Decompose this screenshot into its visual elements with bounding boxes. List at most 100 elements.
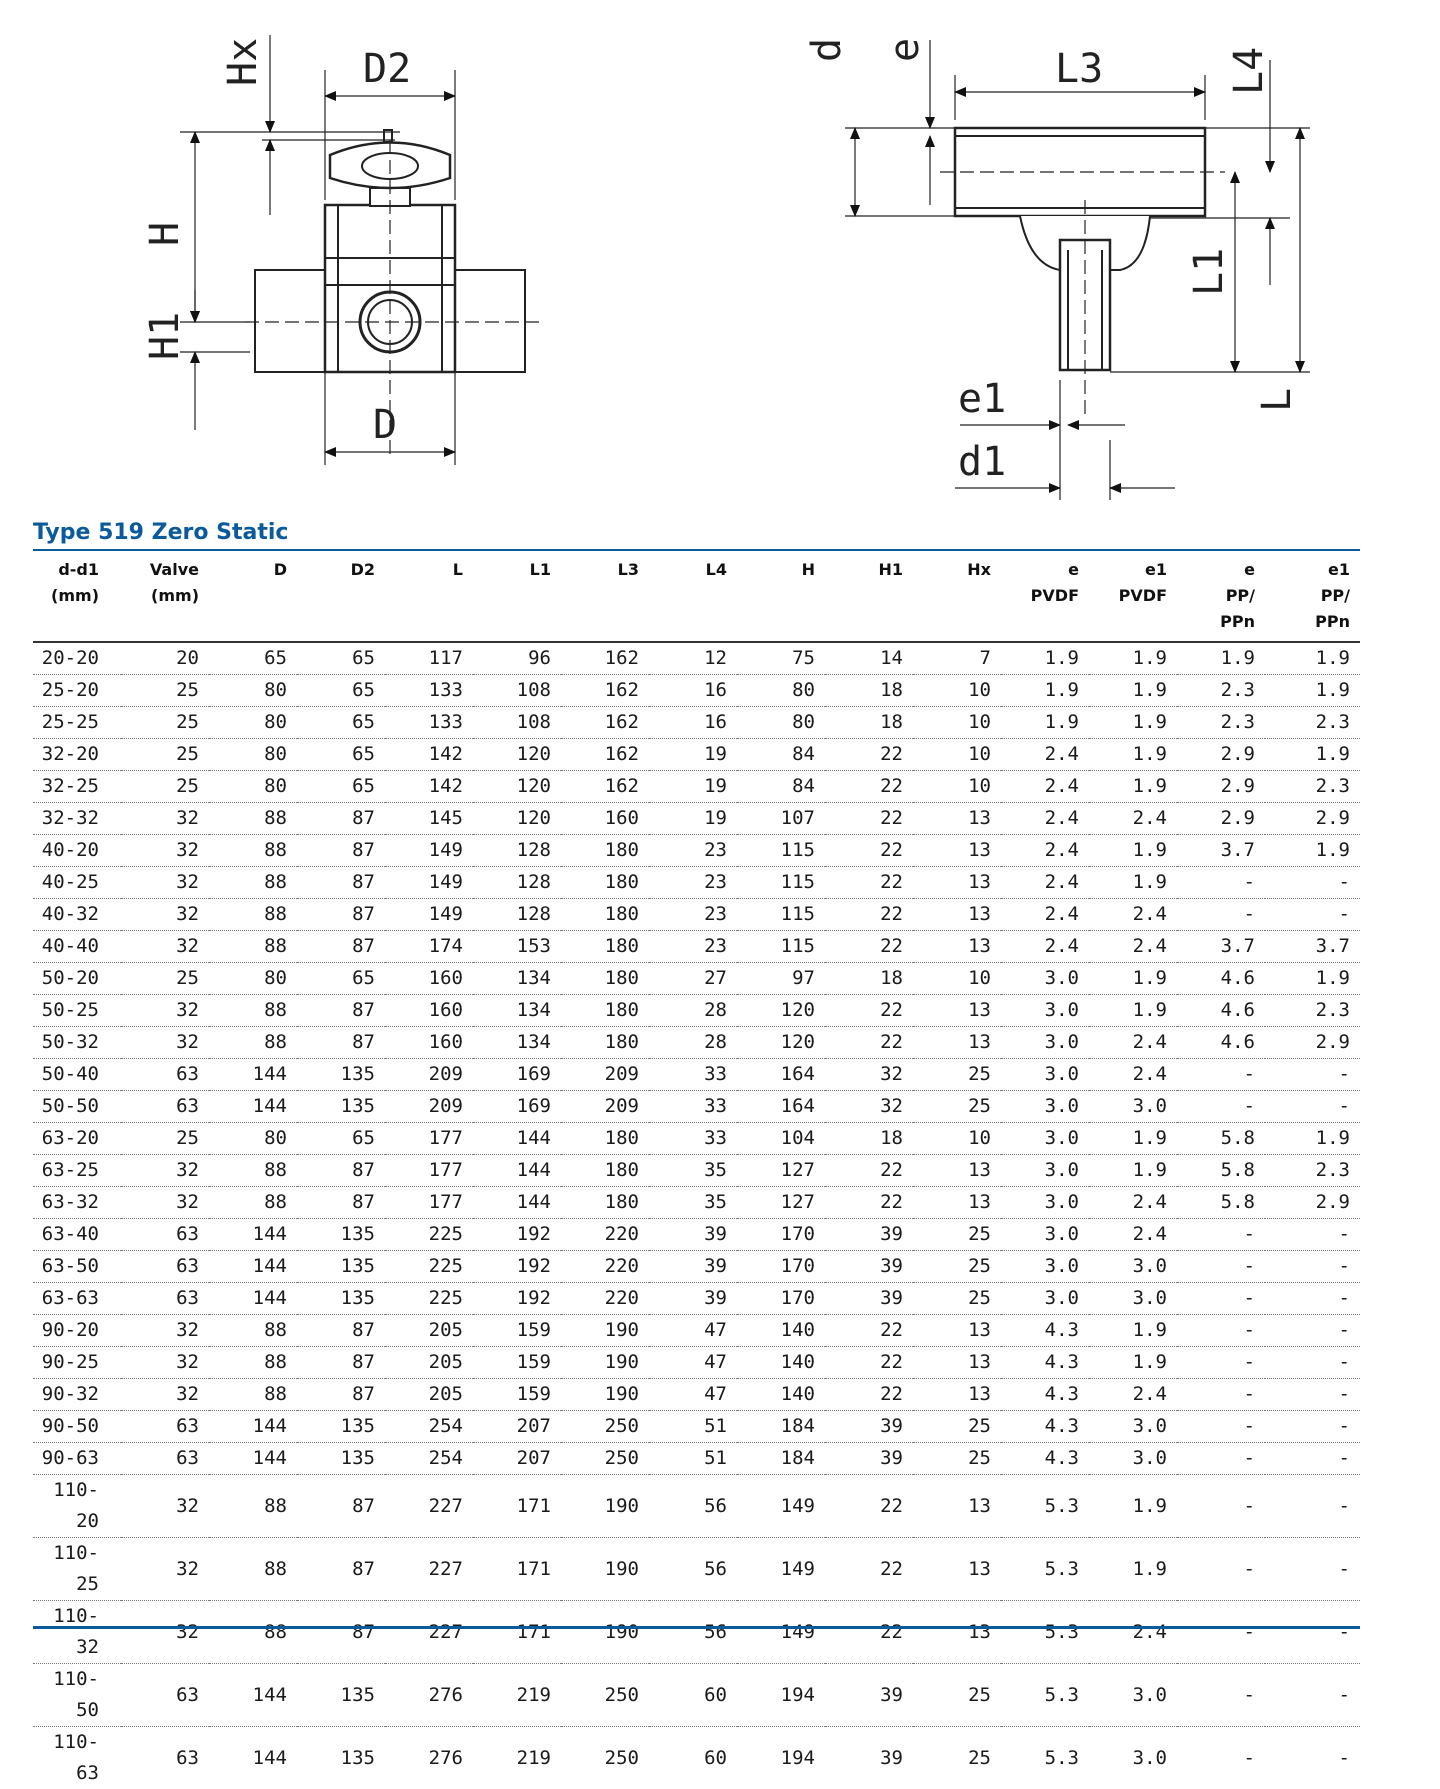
table-cell: 2.9 — [1265, 803, 1360, 835]
table-cell: 18 — [825, 707, 913, 739]
table-cell: 192 — [473, 1283, 561, 1315]
table-cell: 250 — [561, 1443, 649, 1475]
table-cell: 194 — [737, 1664, 825, 1727]
table-cell: 56 — [649, 1475, 737, 1538]
table-cell: 25 — [121, 675, 209, 707]
column-header-line: e — [1068, 560, 1079, 579]
table-cell: 80 — [209, 771, 297, 803]
table-cell: 190 — [561, 1601, 649, 1664]
table-cell: 2.4 — [1089, 899, 1177, 931]
table-cell: 25 — [913, 1283, 1001, 1315]
table-cell: 32 — [121, 1315, 209, 1347]
table-cell: 2.4 — [1089, 931, 1177, 963]
table-cell: 110-25 — [33, 1538, 121, 1601]
table-cell: 4.6 — [1177, 1027, 1265, 1059]
table-cell: 25 — [913, 1091, 1001, 1123]
table-cell: - — [1177, 1664, 1265, 1727]
table-cell: - — [1177, 1538, 1265, 1601]
table-cell: 19 — [649, 739, 737, 771]
table-cell: 5.3 — [1044, 1746, 1079, 1769]
table-cell: 16 — [649, 675, 737, 707]
table-cell: 63 — [121, 1219, 209, 1251]
table-cell: 87 — [297, 1475, 385, 1538]
column-header: L — [385, 553, 473, 643]
table-cell: 207 — [473, 1411, 561, 1443]
table-cell: 39 — [825, 1219, 913, 1251]
table-cell: 104 — [737, 1123, 825, 1155]
table-cell: 18 — [825, 963, 913, 995]
table-cell: 39 — [649, 1251, 737, 1283]
table-cell: 2.9 — [1177, 803, 1265, 835]
table-cell: 115 — [737, 835, 825, 867]
table-cell: 2.9 — [1177, 739, 1265, 771]
table-cell: 227 — [385, 1601, 473, 1664]
table-cell: 3.7 — [1177, 931, 1265, 963]
table-cell: 2.4 — [1001, 899, 1089, 931]
table-cell: 159 — [473, 1315, 561, 1347]
column-header-line: PPn — [1220, 612, 1255, 631]
table-cell: 19 — [649, 803, 737, 835]
table-cell: 32 — [121, 835, 209, 867]
table-cell: 32 — [121, 995, 209, 1027]
table-cell: 276 — [428, 1746, 463, 1769]
table-cell: 135 — [297, 1251, 385, 1283]
table-cell: 32 — [121, 1027, 209, 1059]
table-cell: 1.9 — [1001, 675, 1089, 707]
table-cell: 5.3 — [1001, 1475, 1089, 1538]
table-cell: 192 — [473, 1219, 561, 1251]
table-cell: 250 — [561, 1664, 649, 1727]
column-header: Valve(mm) — [121, 553, 209, 643]
table-cell: - — [1265, 1664, 1360, 1727]
dim-label-e1: e1 — [958, 376, 1006, 422]
table-cell: 87 — [297, 835, 385, 867]
table-cell: 2.4 — [1089, 1219, 1177, 1251]
column-header-line: e1 — [1328, 560, 1350, 579]
table-cell: 40-20 — [33, 835, 121, 867]
table-cell: 153 — [473, 931, 561, 963]
table-cell: 20 — [121, 643, 209, 675]
table-cell: - — [1177, 1379, 1265, 1411]
table-cell: 88 — [209, 1027, 297, 1059]
table-cell: 2.3 — [1265, 1155, 1360, 1187]
table-cell: 177 — [385, 1123, 473, 1155]
table-cell: 144 — [209, 1059, 297, 1091]
table-cell: - — [1265, 867, 1360, 899]
table-cell: 35 — [649, 1155, 737, 1187]
table-cell: 7 — [913, 643, 1001, 675]
table-cell: 63 — [121, 1251, 209, 1283]
table-cell: 1.9 — [1089, 1475, 1177, 1538]
table-cell: 164 — [737, 1091, 825, 1123]
table-cell: 127 — [737, 1187, 825, 1219]
table-cell: 192 — [473, 1251, 561, 1283]
table-cell: 220 — [561, 1251, 649, 1283]
column-header: L4 — [649, 553, 737, 643]
table-cell: 23 — [649, 835, 737, 867]
table-cell: 180 — [561, 1123, 649, 1155]
table-cell: - — [1265, 1443, 1360, 1475]
column-header-line: Hx — [967, 560, 991, 579]
table-cell: 162 — [561, 707, 649, 739]
table-cell: 162 — [561, 675, 649, 707]
table-cell: 88 — [209, 1315, 297, 1347]
table-cell: 87 — [297, 1538, 385, 1601]
table-cell: 63-40 — [33, 1219, 121, 1251]
table-cell: 47 — [649, 1315, 737, 1347]
table-cell: - — [1243, 1746, 1255, 1769]
table-cell: 144 — [209, 1411, 297, 1443]
table-cell: - — [1177, 1059, 1265, 1091]
table-cell: 2.3 — [1265, 771, 1360, 803]
table-cell: 115 — [737, 899, 825, 931]
table-cell: - — [1177, 1475, 1265, 1538]
table-cell: 1.9 — [1265, 1123, 1360, 1155]
table-cell: - — [1177, 899, 1265, 931]
table-cell: 63-50 — [33, 1251, 121, 1283]
table-cell: 63 — [121, 1283, 209, 1315]
table-cell: 25 — [121, 1123, 209, 1155]
table-cell: 18 — [825, 1123, 913, 1155]
